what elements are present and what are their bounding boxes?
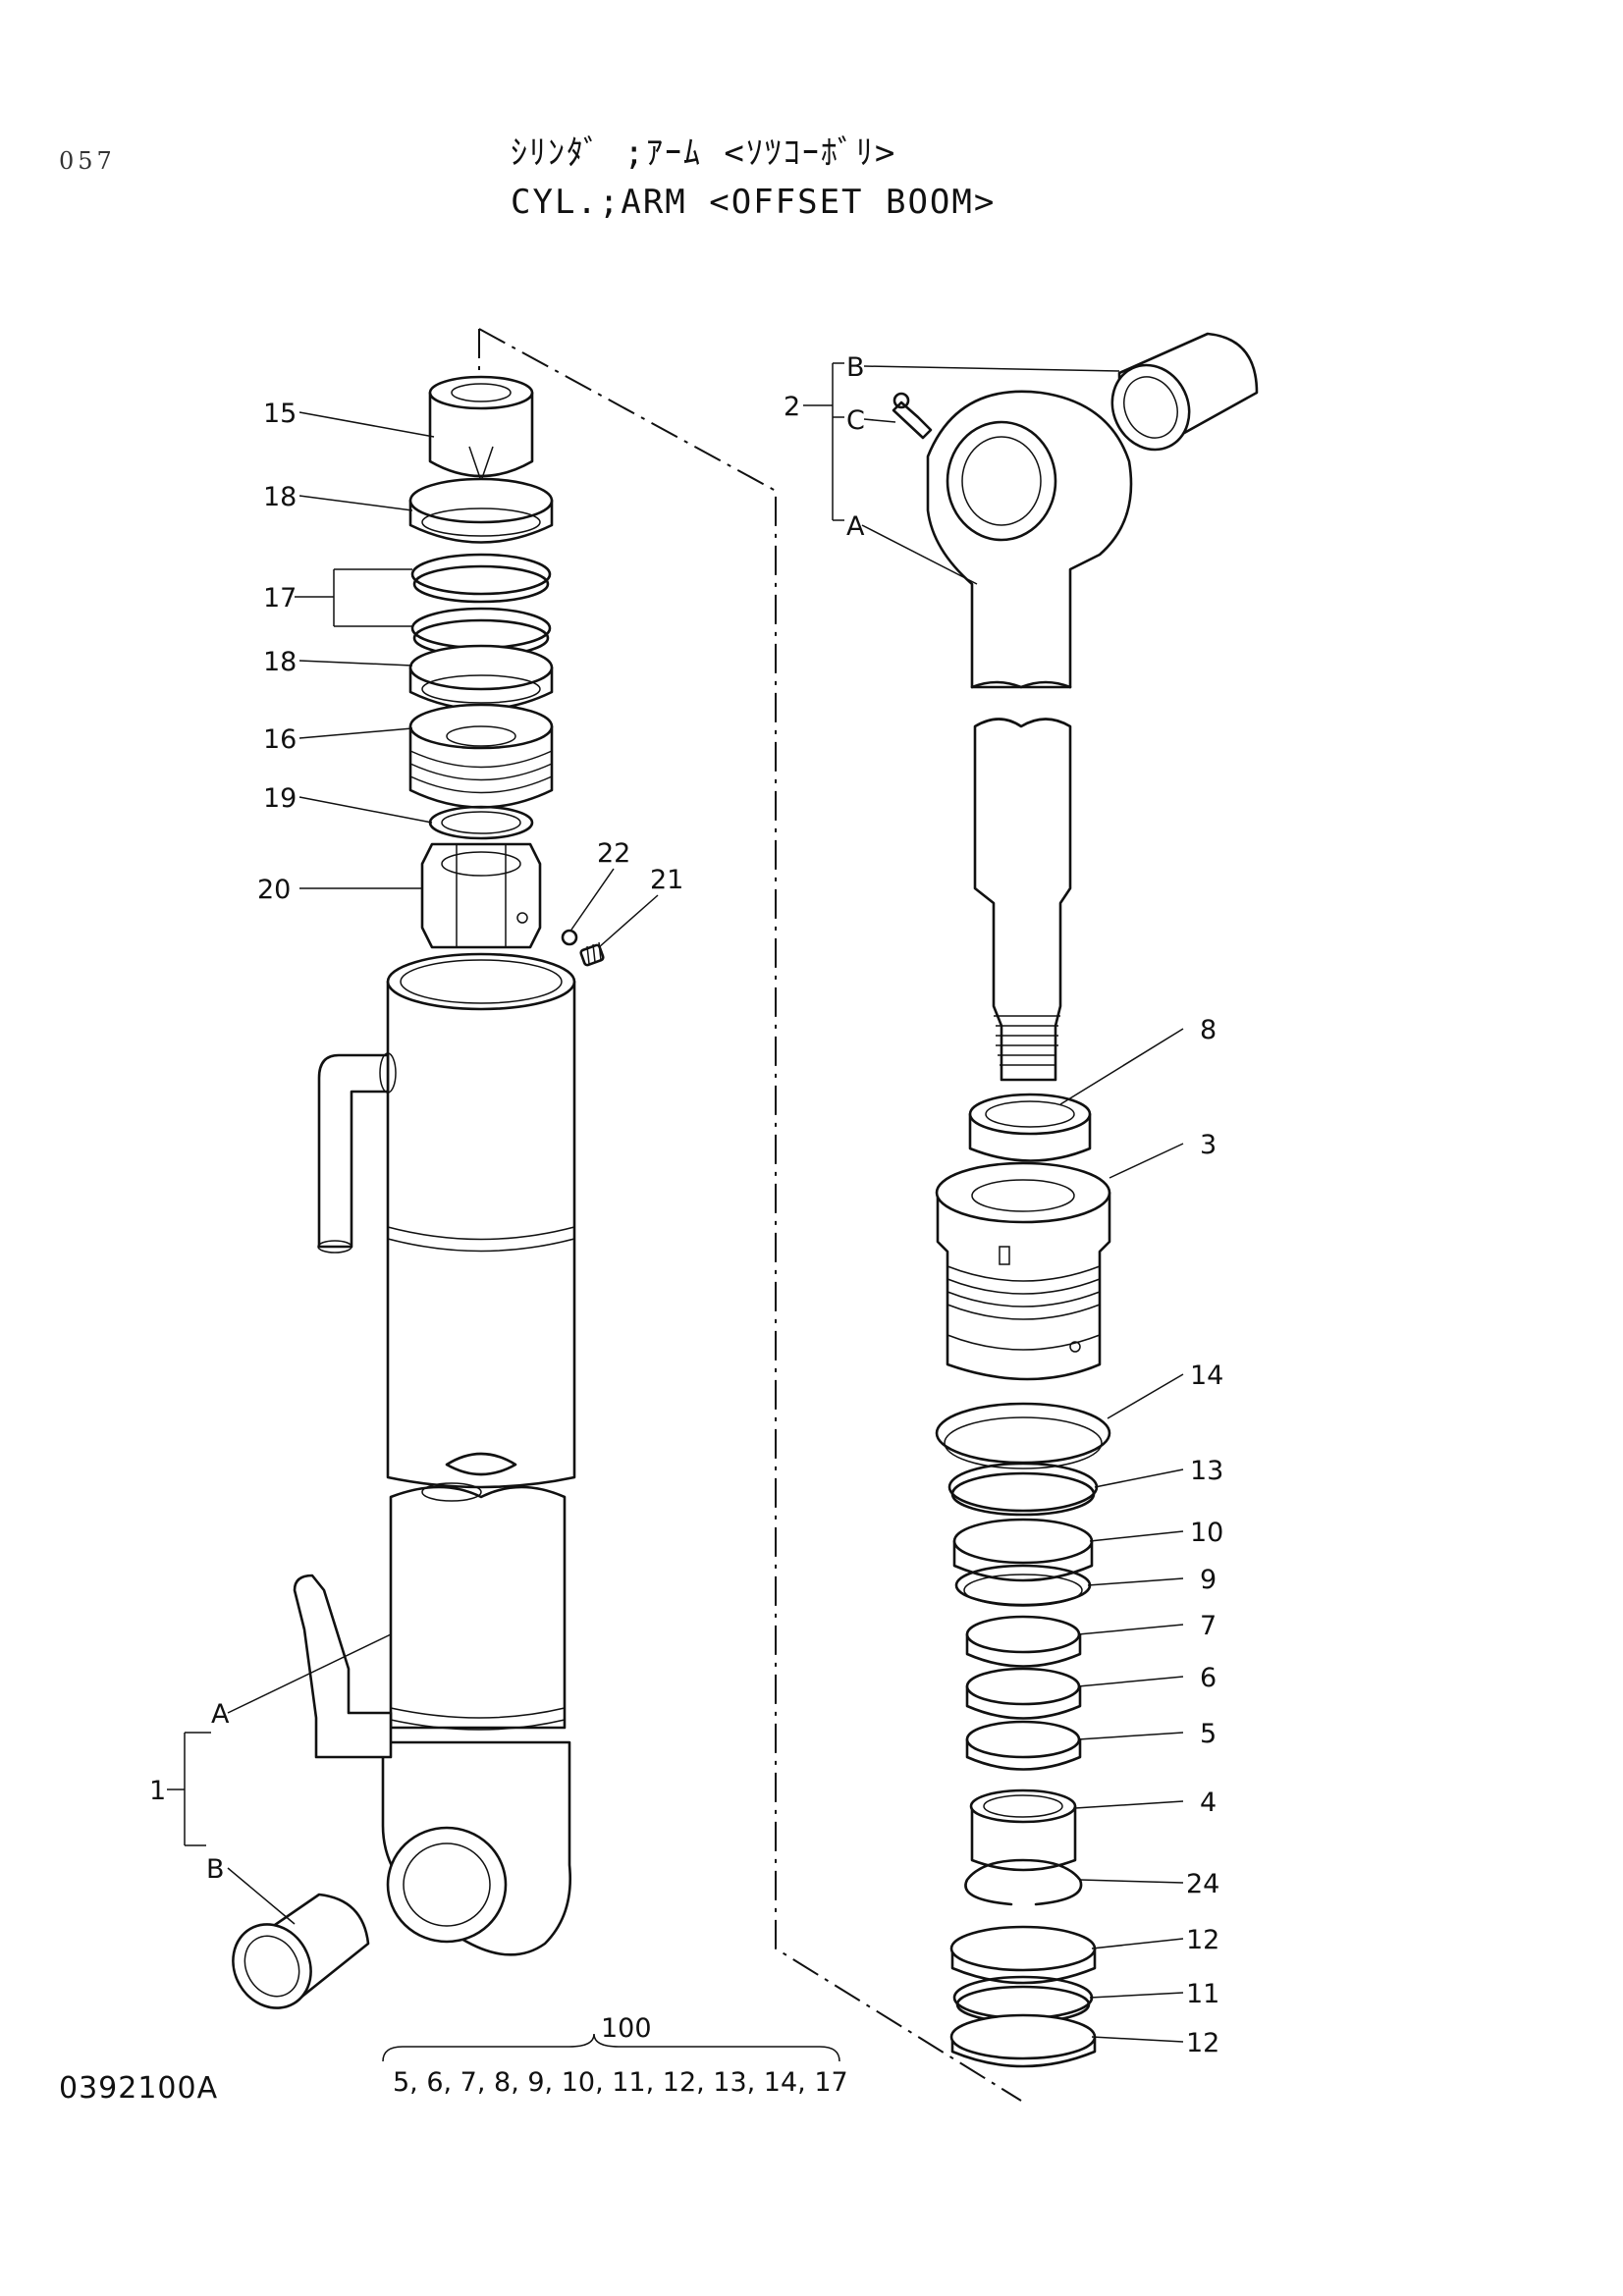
callout-rod-A: A — [846, 511, 865, 542]
callout-21: 21 — [650, 865, 683, 895]
part-24-snap-ring — [964, 1858, 1083, 1906]
callout-6: 6 — [1200, 1663, 1217, 1693]
callout-18-lower: 18 — [263, 647, 297, 677]
callout-11: 11 — [1186, 1979, 1219, 2009]
part-5-ring — [965, 1720, 1082, 1771]
kit-number: 100 — [601, 2013, 652, 2044]
callout-labels: 15 18 17 18 16 19 20 22 21 2 B C A 8 3 1… — [149, 352, 1223, 2098]
part-15-cover — [428, 375, 534, 484]
callout-18-upper: 18 — [263, 482, 297, 512]
part-13-ring — [947, 1462, 1099, 1517]
callout-22: 22 — [597, 838, 630, 869]
part-18-upper-ring — [408, 477, 554, 544]
callout-19: 19 — [263, 783, 297, 814]
callout-17: 17 — [263, 583, 297, 614]
callout-3: 3 — [1200, 1130, 1217, 1160]
callout-10: 10 — [1190, 1518, 1223, 1548]
callout-tube-A: A — [211, 1699, 230, 1730]
part-1-cylinder-tube-lower — [293, 1482, 571, 1956]
leader-lines — [167, 362, 1184, 2062]
part-17-o-rings — [410, 553, 552, 658]
part-1B-bushing — [232, 1893, 370, 2009]
part-21-set-screw — [579, 941, 605, 967]
callout-7: 7 — [1200, 1611, 1217, 1641]
part-6-ring — [965, 1667, 1082, 1720]
title-japanese: ｼﾘﾝﾀﾞ ;ｱｰﾑ <ｿﾂｺｰﾎﾞﾘ> — [511, 133, 897, 173]
callout-8: 8 — [1200, 1015, 1217, 1045]
callout-13: 13 — [1190, 1456, 1223, 1486]
part-7-seal — [965, 1615, 1082, 1668]
part-22-steel-ball — [561, 929, 578, 946]
title-english: CYL.;ARM <OFFSET BOOM> — [511, 183, 997, 222]
drawing-code: 0392100A — [59, 2071, 219, 2106]
part-9-ring — [954, 1564, 1092, 1607]
callout-12-upper: 12 — [1186, 1925, 1219, 1955]
part-2B-bushing — [1110, 332, 1259, 452]
callout-12-lower: 12 — [1186, 2028, 1219, 2058]
callout-5: 5 — [1200, 1719, 1217, 1749]
callout-rod-C: C — [846, 405, 865, 436]
part-19-ring — [428, 805, 534, 840]
callout-2: 2 — [784, 392, 800, 422]
part-1-cylinder-tube-upper — [317, 952, 576, 1489]
callout-15: 15 — [263, 399, 297, 429]
part-18-lower-ring — [408, 644, 554, 711]
callout-20: 20 — [257, 875, 291, 905]
callout-24: 24 — [1186, 1869, 1219, 1899]
part-12-lower-ring — [949, 2013, 1097, 2068]
part-2C-grease-nipple — [892, 392, 933, 440]
callout-rod-B: B — [846, 352, 865, 383]
part-8-dust-wiper — [968, 1093, 1092, 1162]
part-20-nut — [420, 842, 542, 949]
callout-1: 1 — [149, 1776, 166, 1806]
part-14-ring — [935, 1402, 1111, 1469]
part-2-piston-rod-eye — [926, 390, 1133, 689]
part-2-piston-rod — [973, 718, 1072, 1082]
callout-9: 9 — [1200, 1565, 1217, 1595]
page-number: 057 — [59, 147, 116, 175]
callout-14: 14 — [1190, 1361, 1223, 1391]
part-16-piston — [408, 703, 554, 809]
part-3-rod-cover — [935, 1161, 1111, 1381]
callout-4: 4 — [1200, 1788, 1217, 1818]
part-12-upper-ring — [949, 1925, 1097, 1985]
kit-contents: 5, 6, 7, 8, 9, 10, 11, 12, 13, 14, 17 — [393, 2067, 848, 2098]
part-4-bushing — [969, 1789, 1077, 1872]
callout-16: 16 — [263, 724, 297, 755]
callout-tube-B: B — [206, 1854, 225, 1885]
